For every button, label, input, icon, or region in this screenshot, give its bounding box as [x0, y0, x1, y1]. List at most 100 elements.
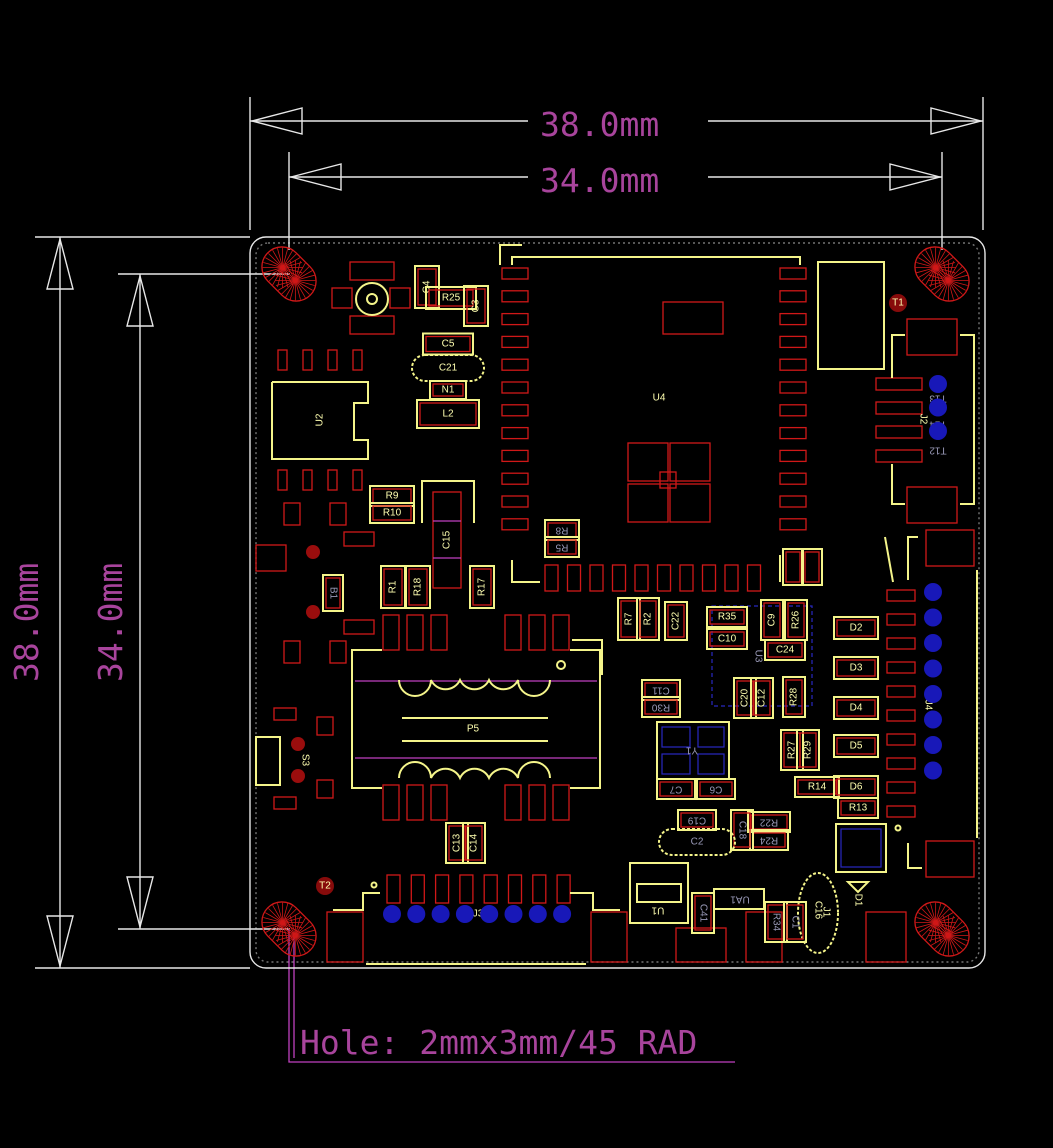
part-silk-outline — [641, 696, 681, 718]
hole-spoke — [935, 267, 956, 269]
part-label: C21 — [439, 363, 458, 374]
part-body — [804, 551, 820, 583]
mounting-hole — [261, 901, 317, 957]
misc-pad — [329, 502, 347, 526]
hole-spoke — [948, 929, 968, 936]
hole-spoke — [295, 925, 313, 936]
hole-spoke — [935, 903, 942, 923]
part-r13: R13 — [837, 797, 879, 819]
part-r8c — [801, 548, 823, 586]
hole-spoke — [935, 262, 956, 269]
hole-spoke — [268, 922, 283, 938]
p5-pad — [504, 614, 522, 651]
u4-pad — [501, 358, 529, 371]
hole-spoke — [295, 280, 306, 298]
part-c14: C14 — [462, 822, 486, 864]
part-silk-outline — [747, 811, 791, 833]
u4-pad — [746, 564, 762, 592]
part-d2: D2 — [833, 616, 879, 640]
j4-pad — [886, 805, 916, 818]
part-silk-outline — [730, 809, 754, 851]
u4-pad — [779, 472, 807, 485]
j3-pad — [459, 874, 474, 904]
j3-pin — [407, 905, 426, 923]
u4-thermal-pad — [627, 483, 669, 523]
dimension-inner-width: 34.0mm — [288, 152, 943, 250]
j3-pin — [553, 905, 572, 923]
p5-pad — [406, 784, 424, 821]
u4-pad — [501, 472, 529, 485]
hole-spoke — [948, 920, 963, 936]
part-silk-outline — [636, 597, 660, 641]
top-left-crystal — [331, 261, 411, 335]
part-silk-outline — [780, 729, 804, 771]
j3-pin — [504, 905, 523, 923]
p5-pad — [406, 614, 424, 651]
switch-pin — [306, 605, 320, 619]
hole-spoke — [295, 917, 306, 936]
hole-spoke — [272, 922, 283, 941]
hole-spoke — [282, 922, 303, 924]
hole-spoke — [295, 270, 313, 281]
part-label: C5 — [442, 339, 455, 350]
label-u1: U1 — [651, 904, 664, 915]
hole-spoke — [282, 257, 301, 268]
j3-pad — [532, 874, 547, 904]
j2-pad — [875, 449, 923, 463]
part-label: R27 — [787, 740, 798, 759]
part-silk-outline — [750, 677, 774, 719]
misc-pad — [255, 544, 287, 572]
hole-spoke — [295, 934, 315, 941]
p5-pad — [552, 614, 570, 651]
u4-pad — [779, 495, 807, 508]
part-silk-outline — [706, 628, 748, 650]
part-body — [787, 602, 805, 638]
u4-module: U4 — [499, 244, 801, 583]
part-label: C9 — [767, 613, 778, 626]
hole-spoke — [294, 280, 296, 301]
d1-j1-area: D1 C16 J1 UA1 — [675, 823, 907, 963]
part-c6: C6 — [696, 778, 736, 800]
part-body — [425, 335, 471, 353]
u4-pad — [611, 564, 627, 592]
hole-spoke — [282, 912, 301, 923]
part-c1: C1 — [783, 901, 807, 943]
part-c22: C22 — [664, 601, 688, 641]
hole-spoke — [933, 280, 949, 295]
part-label: R25 — [442, 293, 461, 304]
part-label: R29 — [803, 740, 814, 759]
part-n1: N1 — [429, 380, 467, 400]
hole-spoke — [277, 267, 284, 288]
u2-pad — [302, 349, 313, 371]
hole-spoke — [275, 934, 296, 941]
hole-spoke — [280, 280, 296, 295]
part-body — [325, 577, 341, 609]
j4-pin — [924, 710, 942, 729]
part-silk-outline — [405, 565, 431, 609]
j3-pin — [455, 905, 474, 923]
hole-spoke — [925, 250, 936, 268]
u4-thermal-pad — [669, 483, 711, 523]
part-label: D5 — [850, 741, 863, 752]
hole-spoke — [948, 917, 959, 936]
p5-pad — [504, 784, 522, 821]
hole-spoke — [930, 270, 949, 281]
hole-spoke — [282, 262, 303, 269]
part-c19: C19 — [677, 809, 717, 831]
part-silk-outline — [445, 822, 469, 864]
hole-spoke — [921, 267, 936, 283]
hole-spoke — [925, 267, 936, 286]
hole-spoke — [277, 270, 296, 281]
part-c41: C41 — [691, 892, 715, 934]
hole-spoke — [918, 912, 936, 923]
part-label: R7 — [624, 612, 635, 625]
hole-spoke — [935, 908, 951, 923]
j2-pin — [929, 422, 947, 440]
j4-connector: J4 — [884, 529, 978, 878]
hole-spoke — [289, 280, 296, 300]
label-j1: J1 — [820, 907, 831, 918]
part-label: R30 — [651, 701, 670, 712]
label-t1: T1 — [892, 298, 904, 309]
p5-pad — [430, 784, 448, 821]
part-body — [799, 732, 817, 768]
